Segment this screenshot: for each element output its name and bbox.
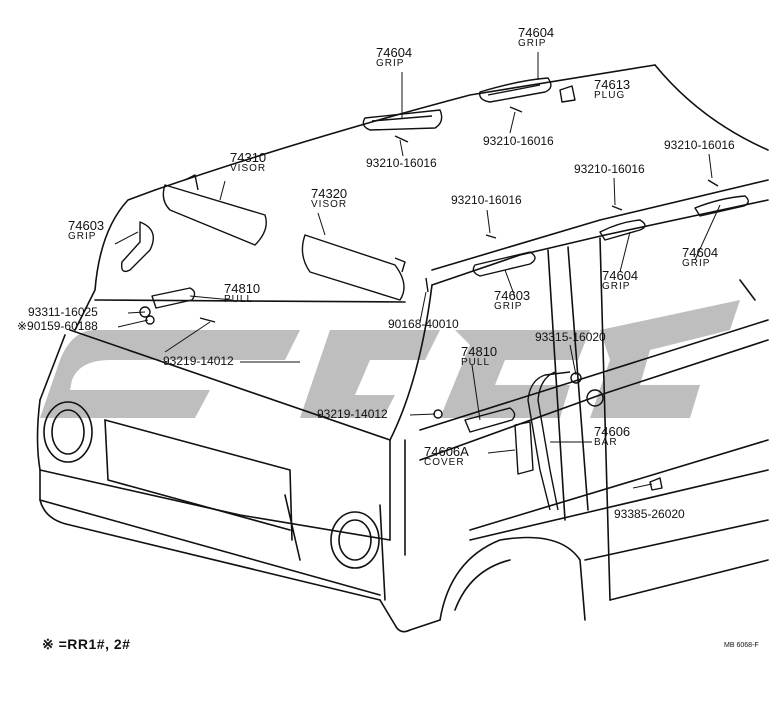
part-number: 74810 (224, 281, 261, 296)
pn-93219-14012-b: 93219-14012 (317, 407, 388, 421)
vehicle-body-outline (36, 64, 769, 633)
pn-93210-16016-b: 93210-16016 (483, 134, 554, 148)
label-74604-grip-far-right: 74604 GRIP (682, 246, 718, 269)
part-number: 74320 (311, 186, 348, 201)
part-number: 74606A (424, 444, 469, 459)
label-74613-plug: 74613 PLUG (594, 78, 630, 101)
part-number: 74604 (376, 45, 413, 60)
part-name: GRIP (68, 231, 97, 242)
pn-90159-60188: ※90159-60188 (17, 319, 98, 333)
part-number: 74810 (461, 344, 498, 359)
label-74603-grip-left: 74603 GRIP (68, 219, 104, 242)
watermark-logo (40, 300, 740, 418)
pn-93210-16016-a: 93210-16016 (366, 156, 437, 170)
label-74604-grip-mid-right: 74604 GRIP (602, 269, 638, 292)
part-number: 74310 (230, 150, 267, 165)
part-number: 74603 (494, 288, 531, 303)
part-name: COVER (424, 457, 465, 468)
part-number: 74603 (68, 218, 105, 233)
part-name: PLUG (594, 90, 626, 101)
part-name: BAR (594, 437, 618, 448)
footnote: ※ =RR1#, 2# (42, 636, 131, 652)
part-number: 74604 (518, 25, 555, 40)
pn-93210-16016-e: 93210-16016 (451, 193, 522, 207)
part-number: 74613 (594, 77, 631, 92)
part-name: GRIP (518, 38, 547, 49)
label-74810-pull-right: 74810 PULL (461, 345, 497, 368)
part-drawings (120, 77, 749, 511)
label-74604-grip-second: 74604 GRIP (518, 26, 554, 49)
label-74310-visor: 74310 VISOR (230, 151, 266, 174)
leader-lines (114, 52, 721, 489)
label-74810-pull-left: 74810 PULL (224, 282, 260, 305)
part-name: VISOR (230, 163, 267, 174)
pn-93210-16016-d: 93210-16016 (574, 162, 645, 176)
pn-93385-26020: 93385-26020 (614, 507, 685, 521)
part-name: VISOR (311, 199, 348, 210)
part-number: 74604 (682, 245, 719, 260)
pn-93315-16020: 93315-16020 (535, 330, 606, 344)
drawing-code: MB 6068-F (724, 642, 759, 649)
part-name: GRIP (494, 301, 523, 312)
pn-93219-14012-a: 93219-14012 (163, 354, 234, 368)
part-name: GRIP (602, 281, 631, 292)
part-name: GRIP (376, 58, 405, 69)
part-name: PULL (461, 357, 491, 368)
part-name: GRIP (682, 258, 711, 269)
part-name: PULL (224, 294, 254, 305)
part-number: 74604 (602, 268, 639, 283)
part-number: 74606 (594, 424, 631, 439)
label-74606-bar: 74606 BAR (594, 425, 630, 448)
label-74604-grip-top: 74604 GRIP (376, 46, 412, 69)
label-74603-grip-right: 74603 GRIP (494, 289, 530, 312)
pn-93210-16016-c: 93210-16016 (664, 138, 735, 152)
pn-93311-16025: 93311-16025 (28, 305, 98, 319)
label-74606A-cover: 74606A COVER (424, 445, 469, 468)
label-74320-visor: 74320 VISOR (311, 187, 347, 210)
pn-90168-40010: 90168-40010 (388, 317, 459, 331)
